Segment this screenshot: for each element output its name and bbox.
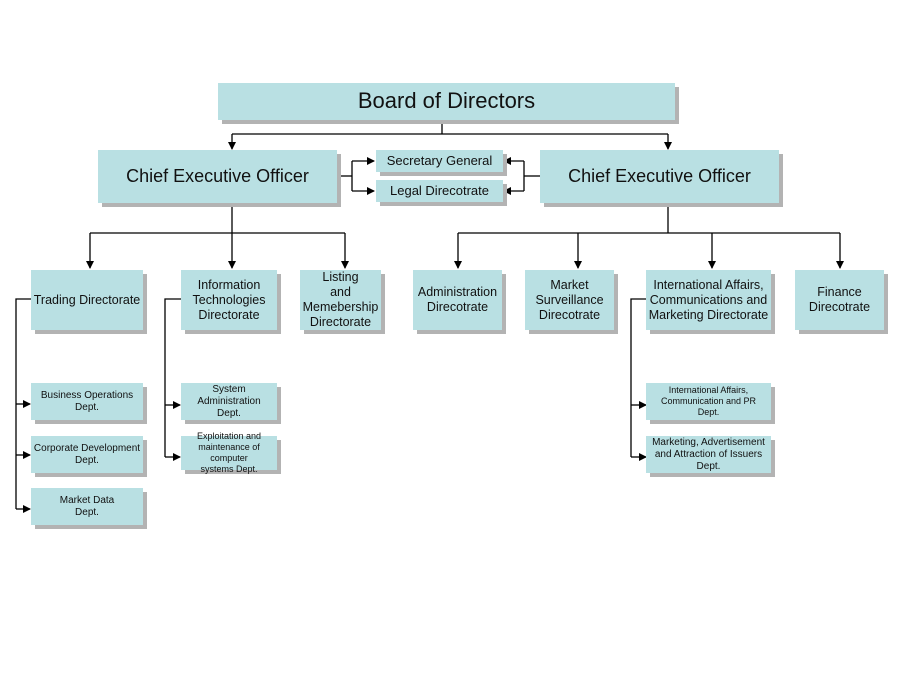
it-directorate-box: Information Technologies Directorate bbox=[181, 270, 277, 330]
system-administration-dept-box: System Administration Dept. bbox=[181, 383, 277, 420]
business-operations-dept-box: Business Operations Dept. bbox=[31, 383, 143, 420]
marketing-advertisement-dept-box: Marketing, Advertisement and Attraction … bbox=[646, 436, 771, 473]
board-of-directors-box: Board of Directors bbox=[218, 83, 675, 120]
international-affairs-directorate-box: International Affairs, Communications an… bbox=[646, 270, 771, 330]
administration-directorate-box: Administration Direcotrate bbox=[413, 270, 502, 330]
exploitation-maintenance-dept-box: Exploitation and maintenance of computer… bbox=[181, 431, 277, 474]
ceo-right-box: Chief Executive Officer bbox=[540, 150, 779, 203]
listing-membership-directorate-box: Listing and Memebership Directorate bbox=[300, 270, 381, 330]
trading-directorate-box: Trading Directorate bbox=[31, 270, 143, 330]
legal-directorate-box: Legal Direcotrate bbox=[376, 180, 503, 202]
market-data-dept-box: Market Data Dept. bbox=[31, 488, 143, 525]
international-affairs-pr-dept-box: International Affairs, Communication and… bbox=[646, 383, 771, 420]
finance-directorate-box: Finance Direcotrate bbox=[795, 270, 884, 330]
ceo-left-box: Chief Executive Officer bbox=[98, 150, 337, 203]
market-surveillance-directorate-box: Market Surveillance Direcotrate bbox=[525, 270, 614, 330]
secretary-general-box: Secretary General bbox=[376, 150, 503, 172]
corporate-development-dept-box: Corporate Development Dept. bbox=[31, 436, 143, 473]
